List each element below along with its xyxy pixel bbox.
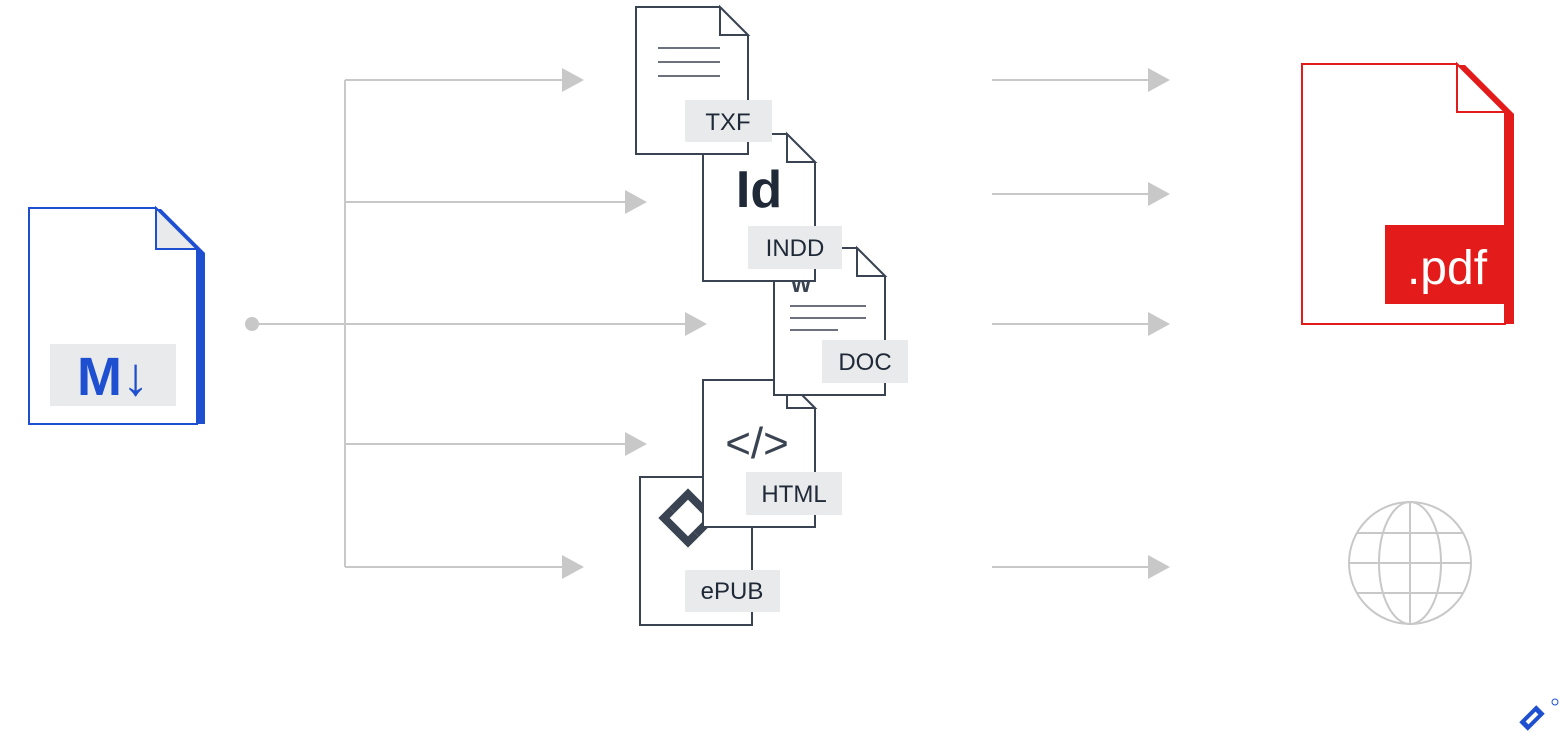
- connector-origin-dot: [245, 317, 259, 331]
- doc-label-bg: [822, 340, 908, 383]
- arrowhead-doc: [685, 312, 707, 336]
- source-connectors: [252, 79, 688, 568]
- arrowhead-epub: [562, 555, 584, 579]
- epub-label: ePUB: [701, 578, 764, 605]
- pdf-badge-text: .pdf: [1407, 242, 1488, 295]
- arrowhead-indd: [625, 190, 647, 214]
- output-arrowheads: [1148, 68, 1170, 579]
- indesign-icon: Id: [736, 161, 782, 219]
- connector-arrowheads: [562, 68, 707, 579]
- markdown-badge-text: M↓: [77, 347, 149, 407]
- indd-label-bg: [748, 226, 842, 269]
- indd-label: INDD: [766, 235, 825, 262]
- pdf-file-icon: .pdf: [1301, 61, 1514, 325]
- arrowhead-html: [625, 432, 647, 456]
- html-label-bg: [746, 472, 842, 515]
- doc-label: DOC: [838, 349, 891, 376]
- html-document-icon: </> HTML: [702, 377, 842, 528]
- markdown-file-icon: M↓: [28, 205, 205, 425]
- txf-label: TXF: [705, 109, 750, 136]
- epub-label-bg: [685, 570, 780, 612]
- toptal-logo-icon: [1519, 705, 1545, 731]
- txf-label-bg: [685, 100, 772, 142]
- txf-document-icon: TXF: [635, 4, 772, 155]
- indd-document-icon: Id INDD: [702, 131, 842, 282]
- html-label: HTML: [761, 481, 826, 508]
- markdown-badge: [50, 344, 176, 406]
- globe-icon: [1348, 501, 1472, 625]
- pdf-badge: [1385, 225, 1510, 304]
- registered-mark-icon: [1551, 698, 1559, 706]
- arrowhead-txf: [562, 68, 584, 92]
- output-connectors: [992, 79, 1150, 568]
- code-brackets-icon: </>: [725, 419, 789, 468]
